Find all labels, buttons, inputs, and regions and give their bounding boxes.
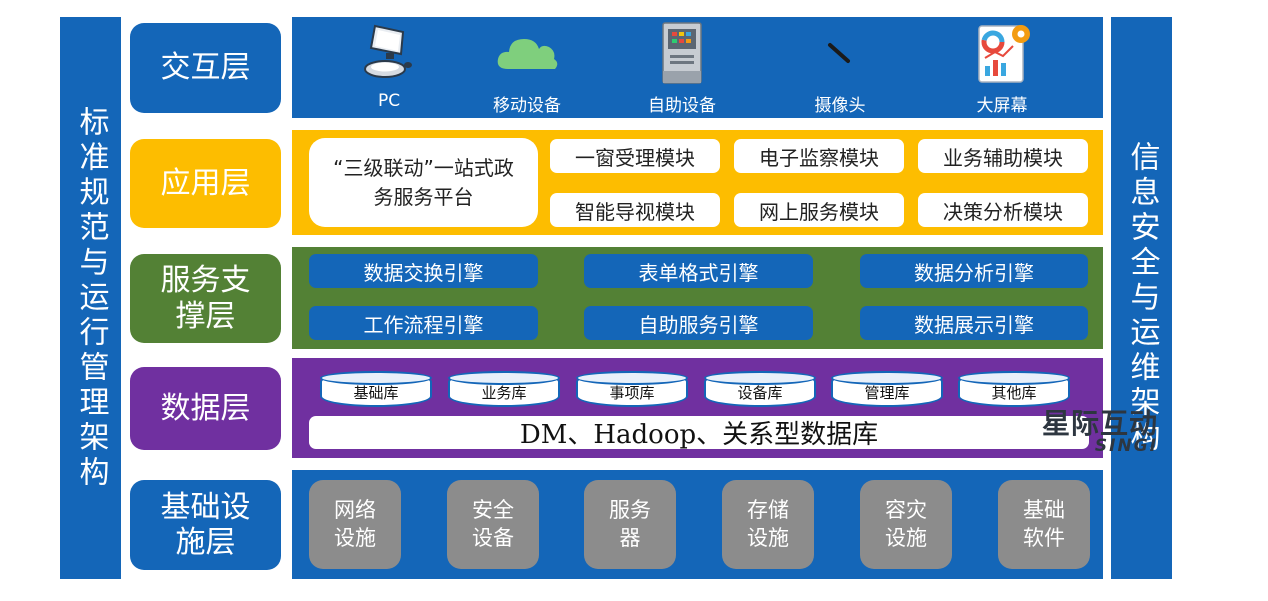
- engine-box: 表单格式引擎: [584, 254, 813, 288]
- module-box: 智能导视模块: [550, 193, 720, 227]
- device-kiosk-label: 自助设备: [648, 96, 716, 116]
- module-box: 电子监察模块: [734, 139, 904, 173]
- camera-icon: [828, 43, 850, 63]
- infrastructure-item-label: 服务器: [609, 498, 651, 550]
- watermark-sub: SINGI: [1094, 436, 1158, 456]
- application-layer-band: “三级联动”一站式政务服务平台 一窗受理模块 电子监察模块 业务辅助模块 智能导…: [292, 130, 1103, 235]
- device-camera: 摄像头: [785, 21, 895, 116]
- device-pc-label: PC: [377, 91, 401, 111]
- cloud-icon: [497, 39, 558, 69]
- database-cylinder: 业务库: [448, 371, 560, 407]
- database-label: 管理库: [864, 383, 910, 402]
- device-mobile-label: 移动设备: [493, 96, 561, 116]
- device-pc: PC: [334, 21, 444, 115]
- infrastructure-item: 服务器: [584, 480, 676, 569]
- device-mobile: 移动设备: [472, 21, 582, 116]
- database-label: 设备库: [737, 383, 783, 402]
- kiosk-icon: [662, 22, 702, 84]
- infrastructure-layer-label-text: 基础设施层: [160, 489, 251, 560]
- infrastructure-layer-label: 基础设施层: [130, 480, 281, 570]
- database-label: 其他库: [991, 383, 1037, 402]
- database-label: 基础库: [353, 383, 399, 402]
- database-cylinder: 其他库: [958, 371, 1070, 407]
- security-operations-text: 信息安全与运维架构: [1124, 140, 1160, 456]
- infrastructure-item-label: 网络设施: [334, 498, 376, 550]
- dashboard-icon: [978, 25, 1030, 83]
- database-label: 事项库: [609, 383, 655, 402]
- data-layer-band: 基础库 业务库 事项库 设备库 管理库 其他库 DM、Hadoop、关系型数据库: [292, 358, 1103, 458]
- engine-box: 数据分析引擎: [860, 254, 1088, 288]
- watermark-logo: 星际互动 SINGI: [1000, 410, 1158, 460]
- application-layer-label: 应用层: [130, 139, 281, 228]
- device-kiosk: 自助设备: [627, 21, 737, 116]
- service-layer-label-text: 服务支撑层: [160, 263, 251, 334]
- interaction-layer-label: 交互层: [130, 23, 281, 113]
- database-cylinder: 设备库: [704, 371, 816, 407]
- device-camera-label: 摄像头: [814, 96, 866, 116]
- infrastructure-item-label: 容灾设施: [885, 498, 927, 550]
- database-platform-bar: DM、Hadoop、关系型数据库: [309, 416, 1089, 450]
- database-label: 业务库: [481, 383, 527, 402]
- infrastructure-item: 存储设施: [722, 480, 814, 569]
- infrastructure-item-label: 存储设施: [747, 498, 789, 550]
- database-cylinder: 管理库: [831, 371, 943, 407]
- device-big-screen-label: 大屏幕: [976, 96, 1028, 116]
- module-box: 一窗受理模块: [550, 139, 720, 173]
- database-cylinder: 基础库: [320, 371, 432, 407]
- infrastructure-item-label: 基础软件: [1023, 498, 1065, 550]
- infrastructure-item: 安全设备: [447, 480, 539, 569]
- infrastructure-layer-band: 网络设施 安全设备 服务器 存储设施 容灾设施 基础软件: [292, 470, 1103, 579]
- engine-box: 数据交换引擎: [309, 254, 538, 288]
- device-big-screen: 大屏幕: [947, 21, 1057, 116]
- one-stop-platform-box: “三级联动”一站式政务服务平台: [309, 138, 538, 227]
- service-layer-band: 数据交换引擎 表单格式引擎 数据分析引擎 工作流程引擎 自助服务引擎 数据展示引…: [292, 247, 1103, 349]
- infrastructure-item-label: 安全设备: [472, 498, 514, 550]
- module-box: 业务辅助模块: [918, 139, 1088, 173]
- infrastructure-item: 容灾设施: [860, 480, 952, 569]
- infrastructure-item: 基础软件: [998, 480, 1090, 569]
- module-box: 决策分析模块: [918, 193, 1088, 227]
- service-layer-label: 服务支撑层: [130, 254, 281, 343]
- infrastructure-item: 网络设施: [309, 480, 401, 569]
- security-operations-bar: 信息安全与运维架构: [1111, 17, 1172, 579]
- watermark-main: 星际互动: [1041, 407, 1158, 440]
- database-cylinder: 事项库: [576, 371, 688, 407]
- data-layer-label: 数据层: [130, 367, 281, 450]
- engine-box: 数据展示引擎: [860, 306, 1088, 340]
- pc-icon: [364, 24, 412, 78]
- engine-box: 工作流程引擎: [309, 306, 538, 340]
- standards-management-bar: 标准规范与运行管理架构: [60, 17, 121, 579]
- interaction-layer-band: PC 移动设备 自助设备: [292, 17, 1103, 118]
- standards-management-text: 标准规范与运行管理架构: [73, 105, 109, 491]
- engine-box: 自助服务引擎: [584, 306, 813, 340]
- module-box: 网上服务模块: [734, 193, 904, 227]
